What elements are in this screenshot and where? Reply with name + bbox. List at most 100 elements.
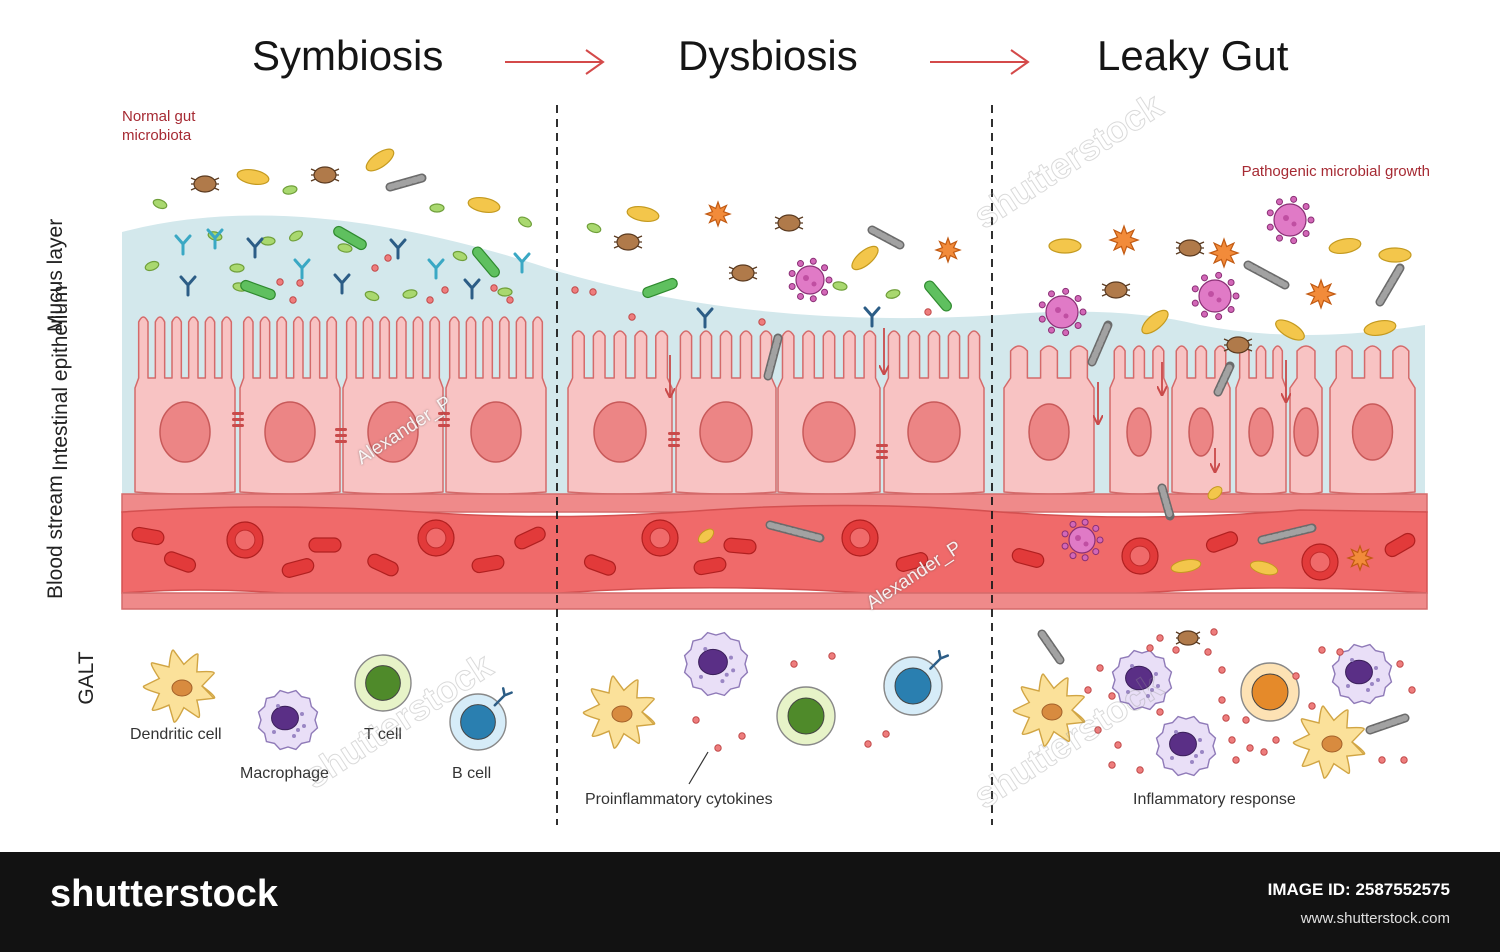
cytokine-particle — [506, 296, 514, 304]
tight-junction — [438, 412, 450, 427]
rod-bacterium-green — [924, 280, 952, 312]
footer-brand-logo: shutterstock — [50, 873, 279, 915]
cytokine-particle — [924, 308, 932, 316]
cytokine-particle — [828, 652, 836, 660]
cytokine-particle — [1228, 736, 1236, 744]
cytokine-particle — [289, 296, 297, 304]
nucleus — [907, 401, 961, 463]
label-dendritic-cell: Dendritic cell — [130, 726, 222, 743]
spiky-pathogen-orange — [934, 236, 962, 264]
dendritic-cell — [142, 649, 216, 723]
bacillus-bacterium-yellow — [1275, 319, 1305, 341]
cytokine-particle — [441, 286, 449, 294]
cytokine-particle — [1222, 714, 1230, 722]
red-blood-cell — [723, 537, 757, 555]
segmented-bacterium-grey — [1087, 320, 1113, 367]
cytokine-particle — [1084, 686, 1092, 694]
tight-junction — [668, 432, 680, 447]
diagram-canvas: Symbiosis Dysbiosis Leaky Gut Normal gut… — [44, 32, 1430, 825]
epithelial-cell-leaky-1 — [1003, 345, 1095, 495]
nucleus — [593, 401, 647, 463]
red-blood-cell — [471, 554, 505, 574]
bacillus-bacterium-yellow — [1048, 238, 1082, 254]
red-blood-cell — [417, 519, 455, 557]
segmented-bacterium-grey — [1037, 629, 1065, 665]
nucleus — [1188, 407, 1214, 457]
cytokine-particle — [1146, 644, 1154, 652]
epithelial-cell-leaky-4 — [1235, 345, 1287, 495]
annotation-pathogenic-growth: Pathogenic microbial growth — [1241, 163, 1430, 180]
mite-bacterium-brown — [310, 166, 340, 184]
epithelial-cell-dysbiosis-1 — [567, 330, 673, 495]
cytokine-particle — [1210, 628, 1218, 636]
cytokine-particle — [1172, 646, 1180, 654]
coccus-bacterium-green — [429, 203, 445, 213]
nucleus — [264, 401, 316, 463]
mite-bacterium-brown — [728, 264, 758, 282]
coccus-bacterium-green — [402, 289, 418, 299]
antibody — [179, 275, 197, 297]
coccus-bacterium-green — [337, 243, 353, 253]
epithelial-cell-leaky-6 — [1329, 345, 1416, 495]
antibody — [389, 238, 407, 260]
cytokine-particle — [1156, 634, 1164, 642]
epithelial-cell-leaky-5 — [1289, 345, 1323, 495]
mite-bacterium-brown — [1223, 336, 1253, 354]
spiky-pathogen-orange — [1208, 237, 1240, 269]
bacillus-bacterium-yellow — [1249, 560, 1279, 576]
row-label-blood: Blood stream — [44, 475, 67, 599]
antibody — [333, 273, 351, 295]
antibody — [427, 258, 445, 280]
bacillus-bacterium-yellow — [1363, 319, 1397, 337]
epithelial-cell-dysbiosis-3 — [777, 330, 881, 495]
nucleus — [470, 401, 522, 463]
nucleus — [1248, 407, 1274, 457]
t-cell — [776, 686, 836, 746]
title-symbiosis: Symbiosis — [252, 32, 444, 79]
coccus-bacterium-green — [282, 185, 298, 195]
segmented-bacterium-grey — [1243, 260, 1290, 290]
antibody — [463, 278, 481, 300]
cytokine-particle — [1246, 744, 1254, 752]
coccus-bacterium-green — [832, 281, 848, 291]
cytokine-particle — [276, 278, 284, 286]
virus-pathogen — [1038, 287, 1087, 337]
coccus-bacterium-green — [152, 198, 168, 210]
spiky-pathogen-orange — [704, 200, 732, 228]
spiky-pathogen-orange — [1108, 224, 1140, 256]
microbiota — [144, 148, 1412, 735]
nucleus — [1126, 407, 1152, 457]
nucleus — [802, 401, 856, 463]
mite-bacterium-brown — [190, 175, 220, 193]
nucleus — [1351, 403, 1394, 461]
title-dysbiosis: Dysbiosis — [678, 32, 858, 79]
mite-bacterium-brown — [1175, 630, 1201, 646]
bacillus-bacterium-yellow — [1378, 247, 1412, 263]
cytokine-particle — [384, 254, 392, 262]
red-blood-cell — [583, 554, 617, 576]
tight-junction — [335, 428, 347, 443]
cytokine-leader-line — [688, 751, 709, 785]
cytokine-particle — [1218, 696, 1226, 704]
title-leaky-gut: Leaky Gut — [1097, 32, 1289, 79]
cytokine-particle — [1108, 692, 1116, 700]
t-cell — [354, 654, 412, 712]
mite-bacterium-brown — [774, 214, 804, 232]
red-blood-cell — [1011, 548, 1045, 568]
red-blood-cell — [1384, 532, 1416, 558]
red-blood-cell — [514, 526, 546, 550]
epithelial-cell-symbiosis-1 — [134, 316, 236, 495]
red-blood-cell — [1205, 531, 1239, 553]
antibody — [206, 228, 224, 250]
cytokine-particle — [714, 744, 722, 752]
macrophage-cell — [1331, 643, 1393, 705]
row-label-epithelium: Intestinal epithelium — [49, 285, 72, 471]
cytokine-particle — [1308, 702, 1316, 710]
antibody — [174, 234, 192, 256]
red-blood-cell — [895, 552, 929, 572]
cytokine-particle — [882, 730, 890, 738]
red-blood-cell — [841, 519, 879, 557]
red-blood-cell — [163, 551, 197, 573]
cytokine-particle — [1272, 736, 1280, 744]
macrophage-cell — [683, 631, 749, 697]
